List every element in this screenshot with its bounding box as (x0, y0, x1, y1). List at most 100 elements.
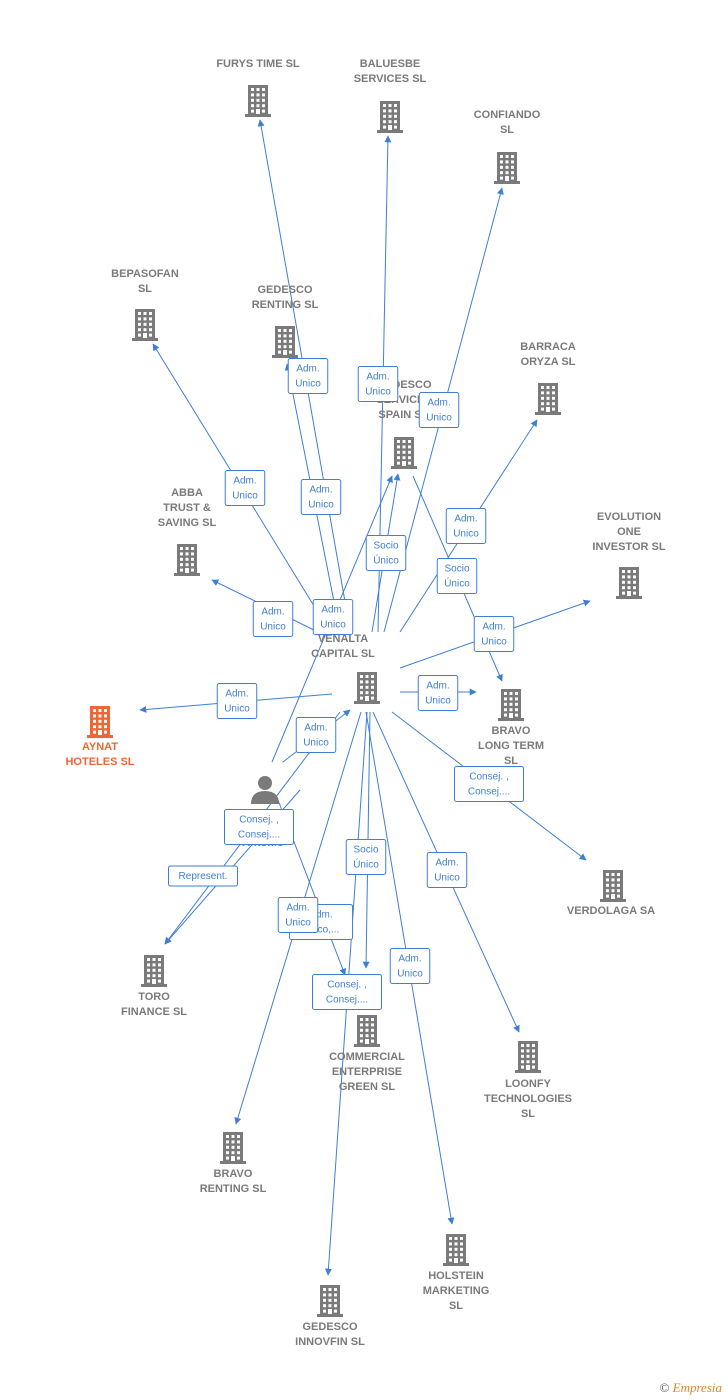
edge-label-text: Adm. (225, 689, 248, 700)
node-label: GREEN SL (339, 1081, 396, 1093)
edge-label-venalta-to-confiando[interactable]: Adm.Unico (418, 392, 460, 428)
edge-label-venalta-to-furys[interactable]: Adm.Unico (287, 358, 329, 394)
edge-label-text: Adm. (454, 514, 477, 525)
building-icon[interactable] (132, 309, 158, 341)
edge-label-box[interactable] (287, 358, 329, 394)
edge-label-box[interactable] (417, 675, 459, 711)
building-icon[interactable] (272, 326, 298, 358)
building-icon[interactable] (245, 85, 271, 117)
edge-label-box[interactable] (345, 839, 387, 875)
building-icon[interactable] (354, 672, 380, 704)
edge-label-box[interactable] (365, 535, 407, 571)
edge-label-box[interactable] (295, 717, 337, 753)
edge-label-venalta-to-evolution[interactable]: Adm.Unico (473, 616, 515, 652)
edge-label-box[interactable] (357, 366, 399, 402)
building-icon[interactable] (600, 870, 626, 902)
edge-label-venalta-to-barraca[interactable]: Adm.Unico (445, 508, 487, 544)
building-icon[interactable] (494, 152, 520, 184)
edge-label-venalta-to-aynat[interactable]: Adm.Unico (216, 683, 258, 719)
edge-label-venalta-to-bepasofan[interactable]: Adm.Unico (224, 470, 266, 506)
edge-label-box[interactable] (312, 974, 382, 1010)
edge-label-antonio-to-venalta[interactable]: Adm.Unico (295, 717, 337, 753)
edge-label-box[interactable] (445, 508, 487, 544)
edge-label-box[interactable] (312, 599, 354, 635)
building-icon[interactable] (498, 689, 524, 721)
edge-label-text: Adm. (321, 605, 344, 616)
edge-label-box[interactable] (454, 766, 524, 802)
node-label: ORYZA SL (521, 356, 576, 368)
edge-label-venalta-to-verdolaga[interactable]: Consej. ,Consej.... (454, 766, 524, 802)
building-icon[interactable] (535, 383, 561, 415)
building-icon[interactable] (354, 1015, 380, 1047)
edge-label-venalta-to-baluesbe[interactable]: Adm.Unico (357, 366, 399, 402)
edge-label-text: Unico (320, 620, 346, 631)
edge-label-venalta-to-bravo_lt[interactable]: Adm.Unico (417, 675, 459, 711)
edge-label-box[interactable] (426, 852, 468, 888)
person-icon[interactable] (251, 776, 279, 804)
edge-label-box[interactable] (224, 470, 266, 506)
edge-label-antonio-to-toro[interactable]: Consej. ,Consej.... (224, 809, 294, 845)
edge-label-venalta-to-bravo_renting[interactable]: Adm.Unico (277, 897, 319, 933)
edge-label-venalta-to-gedesco_renting[interactable]: Adm.Unico (300, 479, 342, 515)
node-label: INVESTOR SL (592, 541, 665, 553)
building-icon[interactable] (141, 955, 167, 987)
edge-label-box[interactable] (418, 392, 460, 428)
edge-label-text: Adm. (286, 903, 309, 914)
node-label: FINANCE SL (121, 1006, 187, 1018)
building-icon[interactable] (443, 1234, 469, 1266)
node-label: SPAIN SA (378, 409, 429, 421)
edge-label-box[interactable] (277, 897, 319, 933)
node-label: BEPASOFAN (111, 268, 179, 280)
edge-label-text: Socio (353, 845, 378, 856)
building-icon[interactable] (616, 567, 642, 599)
edge-label-box[interactable] (216, 683, 258, 719)
edge-label-text: Adm. (482, 622, 505, 633)
building-icon[interactable] (377, 101, 403, 133)
edge-label-box[interactable] (252, 601, 294, 637)
building-icon[interactable] (220, 1132, 246, 1164)
edge-label-venalta-to-abba[interactable]: Adm.Unico (252, 601, 294, 637)
building-icon[interactable] (515, 1041, 541, 1073)
brand-name: Empresia (672, 1380, 722, 1395)
edge-label-box[interactable] (168, 865, 238, 887)
edge-label-venalta-to-commercial[interactable]: Consej. ,Consej.... (312, 974, 382, 1010)
building-icon[interactable] (87, 706, 113, 738)
edge-label-text: Unico (295, 379, 321, 390)
building-icon[interactable] (391, 437, 417, 469)
edge-label-box[interactable] (224, 809, 294, 845)
edge-label-venalta-to-holstein[interactable]: Adm.Unico (389, 948, 431, 984)
edge-label-antonio-to-gedesco_spain[interactable]: Adm. Unico (312, 599, 354, 635)
edge-label-text: Adm. (309, 485, 332, 496)
edge-labels-layer: Adm.UnicoAdm.UnicoAdm.UnicoAdm.UnicoAdm.… (168, 358, 524, 1010)
edge-label-venalta-to-loonfy[interactable]: Adm.Unico (426, 852, 468, 888)
edge-label-box[interactable] (436, 558, 478, 594)
building-icon[interactable] (174, 544, 200, 576)
node-verdolaga[interactable]: VERDOLAGA SA (567, 870, 655, 917)
edge-label-box[interactable] (300, 479, 342, 515)
node-furys[interactable]: FURYS TIME SL (216, 58, 300, 117)
edge-label-box[interactable] (473, 616, 515, 652)
edge-label-venalta-to-toro[interactable]: Represent. (168, 865, 238, 887)
edge-label-box[interactable] (389, 948, 431, 984)
node-label: GEDESCO (257, 284, 312, 296)
building-icon[interactable] (317, 1285, 343, 1317)
